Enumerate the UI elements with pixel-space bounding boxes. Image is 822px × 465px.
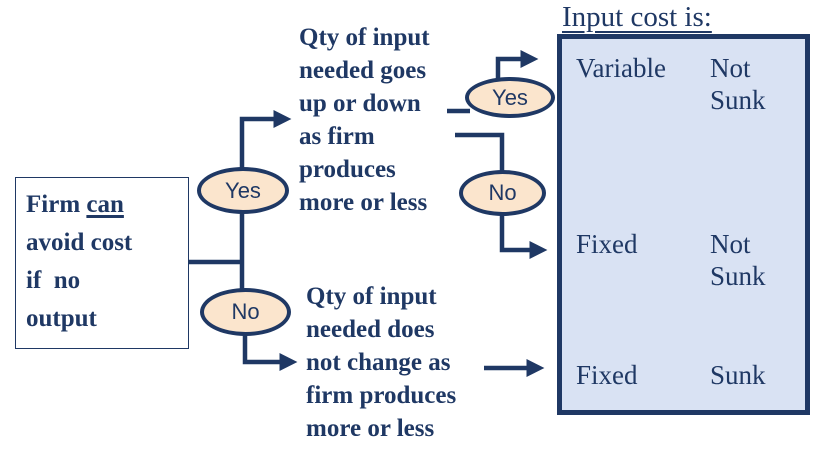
decision-label-no-2: No xyxy=(488,180,517,205)
result-type-cell: Fixed xyxy=(576,229,638,259)
arrow-no1-to-question-bottom xyxy=(242,333,298,371)
firm-box-line-3: if no xyxy=(26,267,81,294)
connector-question-top-to-no2 xyxy=(455,132,505,172)
arrow-yes1-to-question-top xyxy=(239,110,292,168)
question-top-text: Qty of input needed goes up or down as f… xyxy=(299,24,430,216)
question-bottom-text: Qty of input needed does not change as f… xyxy=(306,283,457,442)
firm-box-underlined-word: can xyxy=(86,191,124,218)
decision-ellipse-yes-1: Yes xyxy=(197,167,289,214)
decision-ellipse-no-2: No xyxy=(459,170,546,216)
firm-box-line-1: Firm can xyxy=(26,186,188,224)
result-row-variable-notsunk: Variable Not Sunk xyxy=(562,52,805,116)
arrow-no2-to-fixed-notsunk-row xyxy=(499,214,548,259)
decision-ellipse-yes-2: Yes xyxy=(465,77,555,118)
result-sunk-cell: Not Sunk xyxy=(710,229,766,291)
firm-box-line-4: output xyxy=(26,305,97,332)
result-type-cell: Fixed xyxy=(576,360,638,390)
result-row-fixed-notsunk: Fixed Not Sunk xyxy=(562,228,805,292)
result-row-fixed-sunk: Fixed Sunk xyxy=(562,359,805,391)
decision-label-yes-1: Yes xyxy=(225,177,261,203)
firm-box-line-2: avoid cost xyxy=(26,229,133,256)
result-box: Variable Not Sunk Fixed Not Sunk Fixed S… xyxy=(557,34,810,415)
firm-box-line1-text: Firm xyxy=(26,191,87,218)
decision-ellipse-no-1: No xyxy=(200,288,291,336)
decision-label-yes-2: Yes xyxy=(492,84,528,110)
firm-avoid-cost-box: Firm can avoid cost if no output xyxy=(15,177,189,349)
result-sunk-cell: Not Sunk xyxy=(710,53,766,115)
result-sunk-cell: Sunk xyxy=(710,360,766,390)
decision-label-no-1: No xyxy=(231,299,260,324)
result-box-title: Input cost is: xyxy=(562,1,712,33)
result-type-cell: Variable xyxy=(576,53,666,83)
